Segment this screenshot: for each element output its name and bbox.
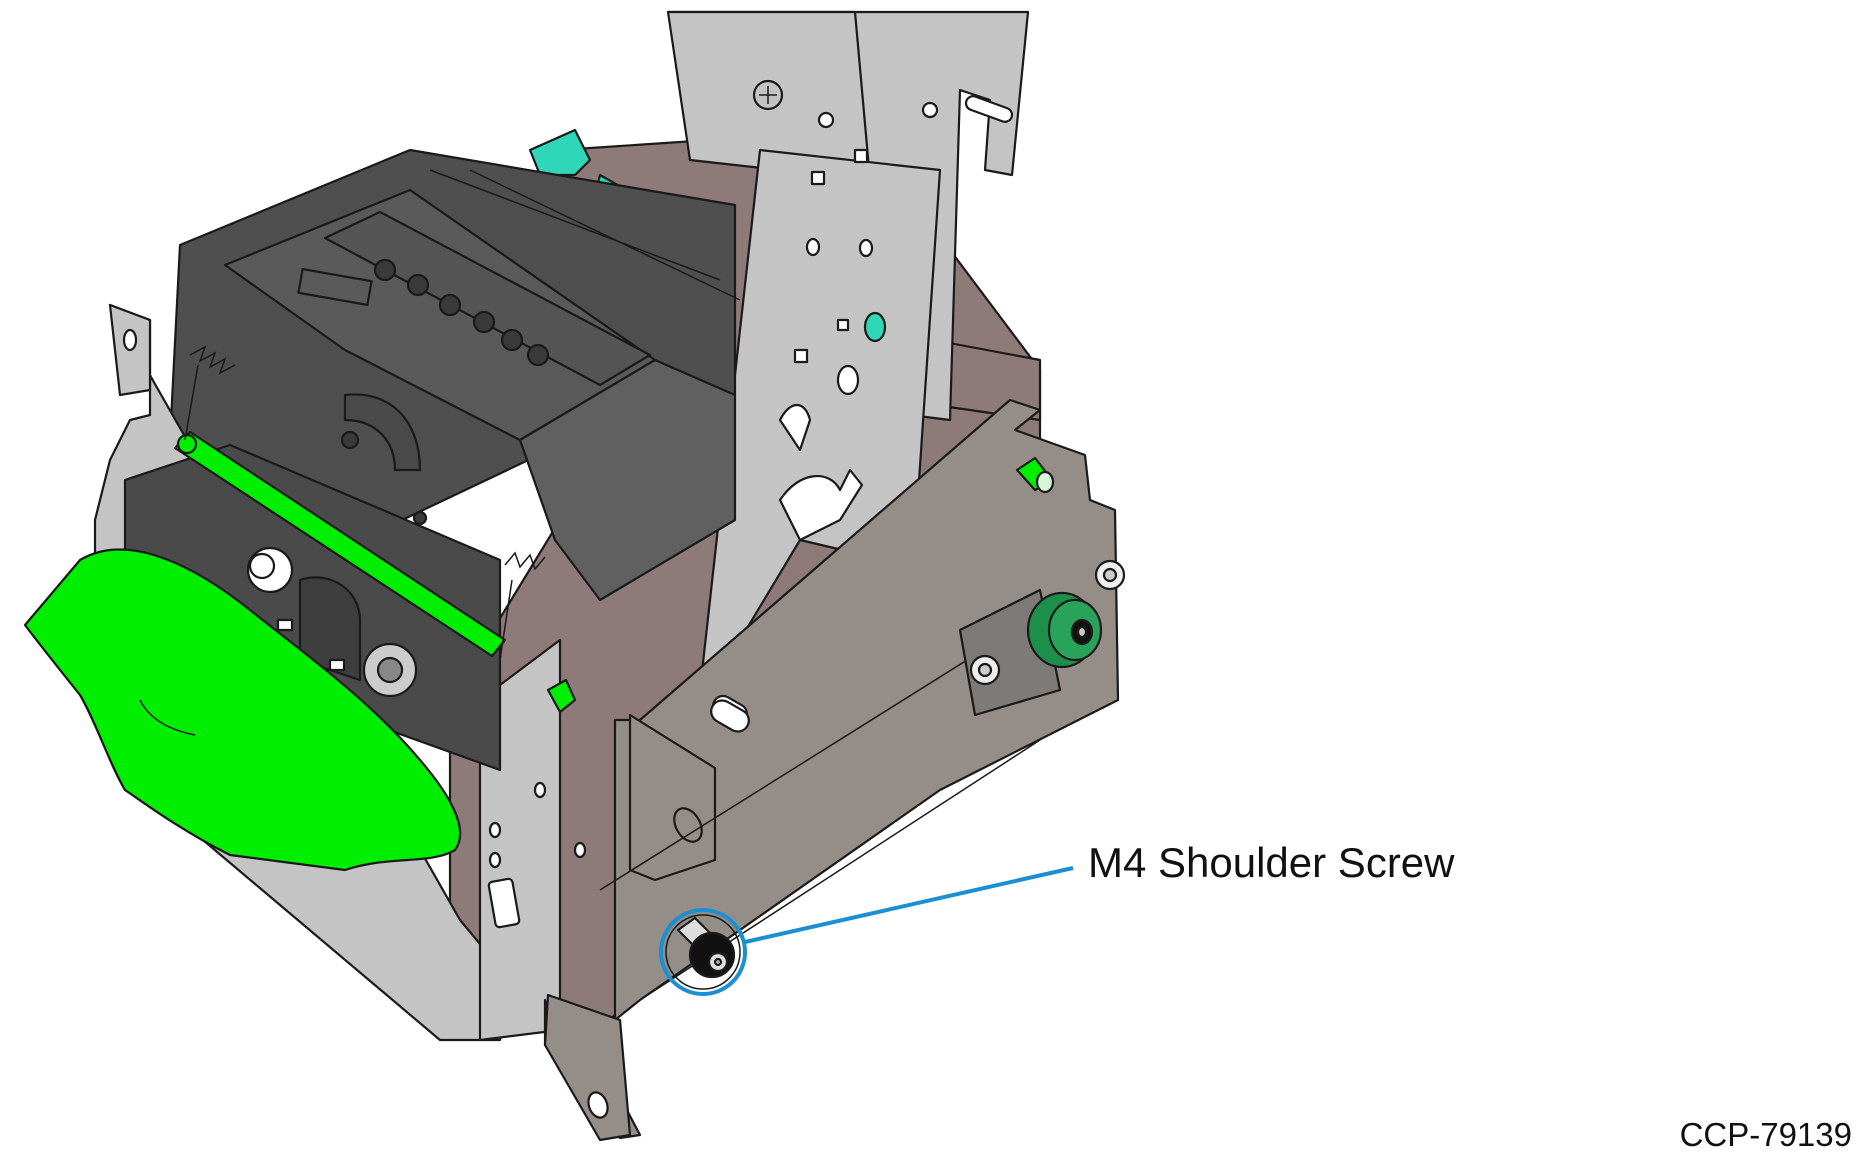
callout-circle (659, 908, 747, 996)
tension-springs (184, 345, 546, 661)
green-pins (546, 456, 1055, 714)
callout-label: M4 Shoulder Screw (1088, 839, 1455, 886)
m4-shoulder-screw (676, 916, 736, 979)
lower-chassis (123, 443, 502, 772)
white-post (710, 699, 750, 733)
callout-leader-line (744, 866, 1074, 944)
adjustment-plate (958, 559, 1126, 717)
callout-circle-inner (665, 914, 741, 990)
printer-mechanism (168, 148, 741, 602)
green-paper (23, 548, 462, 872)
figure-id: CCP-79139 (1679, 1116, 1852, 1153)
mounting-bracket (543, 398, 1120, 1142)
